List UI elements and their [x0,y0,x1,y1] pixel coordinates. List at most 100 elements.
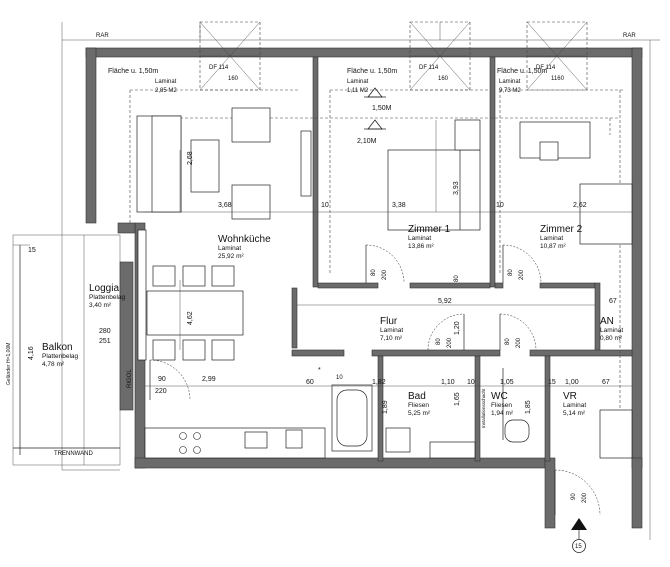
skylight-3-size: 1160 [551,76,565,82]
door-labels: 80 200 80 200 80 200 80 200 80 90 200 [371,269,588,503]
dim-280: 280 [99,328,111,335]
skylight-3-type: DF 114 [536,65,556,71]
dim-10-c: 10 [336,375,343,381]
svg-text:Zimmer 1: Zimmer 1 [408,224,451,235]
svg-text:80: 80 [436,338,442,345]
svg-text:200: 200 [519,269,525,280]
skylight-1-type: DF 114 [209,65,229,71]
axis-number: 15 [575,544,582,550]
wardrobe-vr [599,409,633,459]
rar-left-label: RAR [96,33,109,39]
wohn-ceiling-area: 2,85 M2 [155,88,177,94]
zimmer1-ceiling-area: 1,11 M2 [347,88,369,94]
svg-text:200: 200 [516,337,522,348]
dim-15: 15 [548,379,556,386]
dim-299: 2,99 [202,376,216,383]
dim-110: 1,10 [441,379,455,386]
dim-67-a: 67 [609,298,617,305]
washbasin [385,427,411,453]
svg-text:80: 80 [508,269,514,276]
dim-100: 1,00 [565,379,579,386]
dining-chairs [152,265,235,361]
dim-165: 1,65 [454,392,461,406]
skylight-1: DF 114 160 [199,21,261,91]
kitchen-counter [144,427,326,459]
door-zimmer2 [502,244,542,284]
svg-text:80: 80 [505,338,511,345]
tv-unit [300,130,312,197]
svg-text:3,40 m²: 3,40 m² [89,302,112,309]
skylight-1-size: 160 [228,76,239,82]
svg-text:Balkon: Balkon [42,342,73,353]
wardrobe-zimmer2 [579,183,633,245]
dim-10-d: 10 [467,379,475,386]
room-zimmer2: Zimmer 2 Laminat 10,87 m² [540,224,583,250]
svg-text:Laminat: Laminat [563,402,586,409]
coffee-table [190,139,220,193]
room-loggia: Loggia Plattenbelag 3,40 m² [89,283,126,309]
dim-262: 2,62 [573,202,587,209]
dim-185: 1,85 [525,400,532,414]
balcony-railing [13,244,30,455]
svg-text:Flur: Flur [380,316,398,327]
height-marker-2: 2,10M [357,119,386,145]
toilet [504,419,530,443]
svg-text:Laminat: Laminat [380,327,403,334]
door-entrance [554,469,601,516]
height-marker-1: 1,50M [364,87,392,112]
svg-text:Loggia: Loggia [89,283,119,294]
svg-text:7,10 m²: 7,10 m² [380,335,403,342]
zimmer2-ceiling-area: 9,73 M2 [499,88,521,94]
svg-text:Plattenbelag: Plattenbelag [89,294,126,301]
svg-text:Wohnküche: Wohnküche [218,234,271,245]
room-balkon: Balkon Plattenbelag 4,78 m² [42,342,79,368]
svg-text:0,80 m²: 0,80 m² [600,335,623,342]
bed-zimmer1 [387,149,481,231]
dim-220: 220 [155,388,167,395]
svg-text:10,87 m²: 10,87 m² [540,243,566,250]
room-flur: Flur Laminat 7,10 m² [380,316,403,342]
skylight-2-size: 160 [438,76,449,82]
dim-189: 1,89 [382,400,389,414]
height-1-label: 1,50M [372,105,392,112]
dim-592: 5,92 [438,298,452,305]
dim-10-b: 10 [496,202,504,209]
dim-60: 60 [306,379,314,386]
svg-text:Zimmer 2: Zimmer 2 [540,224,583,235]
zimmer2-ceiling-material: Laminat [499,79,521,85]
dim-15-b: 15 [28,247,36,254]
window-wohn [137,229,147,361]
svg-text:13,86 m²: 13,86 m² [408,243,434,250]
rar-right-label: RAR [623,33,636,39]
wohn-ceiling-material: Laminat [155,79,177,85]
dim-10-a: 10 [321,202,329,209]
door-zimmer1 [365,244,405,284]
armchair-top [231,107,271,143]
skylight-3: DF 114 1160 [526,21,588,91]
svg-text:VR: VR [563,391,577,402]
room-wc: WC Fliesen 1,94 m² [491,391,514,417]
skylight-2-type: DF 114 [419,65,439,71]
dim-67-b: 67 [602,379,610,386]
grid-lines [61,22,660,540]
dim-462: 4,62 [187,311,194,325]
installation-shaft [429,441,476,459]
zimmer1-ceiling-material: Laminat [347,79,369,85]
svg-text:25,92 m²: 25,92 m² [218,253,244,260]
svg-text:200: 200 [382,269,388,280]
dim-416: 4,16 [28,346,35,360]
door-flur [427,313,465,351]
dim-251: 251 [99,338,111,345]
door-wohn-kitchen [149,359,191,401]
room-an: AN Laminat 0,80 m² [600,316,623,342]
dim-105: 1,05 [500,379,514,386]
dim-90: 90 [158,376,166,383]
nightstand-zimmer1 [454,119,481,151]
installation-label: Installationsschacht [481,388,486,428]
sofa [136,115,182,213]
svg-text:5,14 m²: 5,14 m² [563,410,586,417]
door-an [499,313,537,351]
height-2-label: 2,10M [357,138,377,145]
zimmer1-ceiling-title: Fläche u. 1,50m [347,68,397,75]
